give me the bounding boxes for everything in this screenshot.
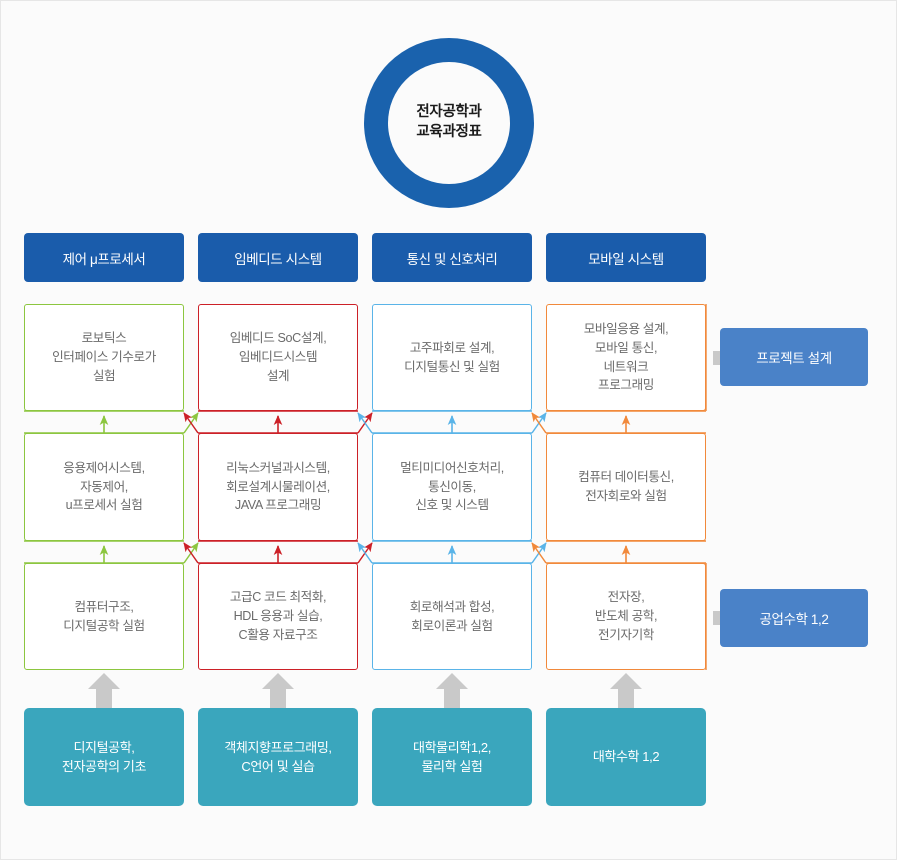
course-box-r2c1[interactable]: 응용제어시스템,자동제어,u프로세서 실험 <box>24 433 184 541</box>
gray-arrow-up-col1 <box>88 673 120 708</box>
course-box-r2c3[interactable]: 멀티미디어신호처리,통신이동,신호 및 시스템 <box>372 433 532 541</box>
foundation-box-3[interactable]: 대학물리학1,2,물리학 실험 <box>372 708 532 806</box>
track-header-label: 제어 μ프로세서 <box>62 251 146 267</box>
course-text: 고주파회로 설계,디지털통신 및 실험 <box>404 340 500 374</box>
course-box-r3c2[interactable]: 고급C 코드 최적화,HDL 응용과 실습,C활용 자료구조 <box>198 563 358 670</box>
track-header-label: 통신 및 신호처리 <box>406 251 498 267</box>
arrow-cross-col3-col4-upper <box>531 412 547 434</box>
arrow-cross-col2-col3-upper <box>357 412 373 434</box>
course-text: 회로해석과 합성,회로이론과 실험 <box>409 599 495 633</box>
side-box-engineering-math[interactable]: 공업수학 1,2 <box>720 589 868 647</box>
foundation-text: 대학수학 1,2 <box>592 749 660 765</box>
foundation-text: 객체지향프로그래밍,C언어 및 실습 <box>224 739 332 775</box>
track-header-embedded[interactable]: 임베디드 시스템 <box>198 233 358 282</box>
course-text: 응용제어시스템,자동제어,u프로세서 실험 <box>63 460 145 513</box>
course-text: 리눅스커널과시스템,회로설계시물레이션,JAVA 프로그래밍 <box>226 460 330 513</box>
course-box-r3c4[interactable]: 전자장,반도체 공학,전기자기학 <box>546 563 706 670</box>
track-header-label: 임베디드 시스템 <box>234 251 322 267</box>
arrow-cross-col3-col4-lower <box>531 542 547 564</box>
course-text: 고급C 코드 최적화,HDL 응용과 실습,C활용 자료구조 <box>229 590 327 642</box>
course-box-r3c1[interactable]: 컴퓨터구조,디지털공학 실험 <box>24 563 184 670</box>
side-box-label: 프로젝트 설계 <box>756 351 832 366</box>
foundation-box-1[interactable]: 디지털공학,전자공학의 기초 <box>24 708 184 806</box>
gray-arrow-up-col4 <box>610 673 642 708</box>
foundation-text: 대학물리학1,2,물리학 실험 <box>413 739 491 775</box>
track-header-communication[interactable]: 통신 및 신호처리 <box>372 233 532 282</box>
course-box-r2c2[interactable]: 리눅스커널과시스템,회로설계시물레이션,JAVA 프로그래밍 <box>198 433 358 541</box>
foundation-text: 디지털공학,전자공학의 기초 <box>61 739 147 775</box>
gray-arrow-up-col2 <box>262 673 294 708</box>
course-text: 컴퓨터 데이터통신,전자회로와 실험 <box>578 470 674 503</box>
hub-title-line2: 교육과정표 <box>416 124 482 140</box>
track-header-mobile[interactable]: 모바일 시스템 <box>546 233 706 282</box>
course-box-r1c3[interactable]: 고주파회로 설계,디지털통신 및 실험 <box>372 304 532 411</box>
course-text: 컴퓨터구조,디지털공학 실험 <box>63 599 145 633</box>
course-box-r3c3[interactable]: 회로해석과 합성,회로이론과 실험 <box>372 563 532 670</box>
hub-label: 전자공학과 교육과정표 <box>388 62 510 184</box>
hub-circle: 전자공학과 교육과정표 <box>364 38 534 208</box>
arrow-cross-col2-col3-lower <box>357 542 373 564</box>
side-box-label: 공업수학 1,2 <box>759 612 829 627</box>
arrow-cross-col1-col2-upper <box>183 412 199 434</box>
foundation-box-2[interactable]: 객체지향프로그래밍,C언어 및 실습 <box>198 708 358 806</box>
track-header-label: 모바일 시스템 <box>588 251 664 267</box>
arrow-cross-col1-col2-lower <box>183 542 199 564</box>
course-text: 멀티미디어신호처리,통신이동,신호 및 시스템 <box>400 460 504 513</box>
course-text: 전자장,반도체 공학,전기자기학 <box>594 590 658 642</box>
gray-arrow-up-col3 <box>436 673 468 708</box>
side-box-project-design[interactable]: 프로젝트 설계 <box>720 328 868 386</box>
track-header-control[interactable]: 제어 μ프로세서 <box>24 233 184 282</box>
course-box-r2c4[interactable]: 컴퓨터 데이터통신,전자회로와 실험 <box>546 433 706 541</box>
foundation-box-4[interactable]: 대학수학 1,2 <box>546 708 706 806</box>
hub-title-line1: 전자공학과 <box>416 104 482 121</box>
